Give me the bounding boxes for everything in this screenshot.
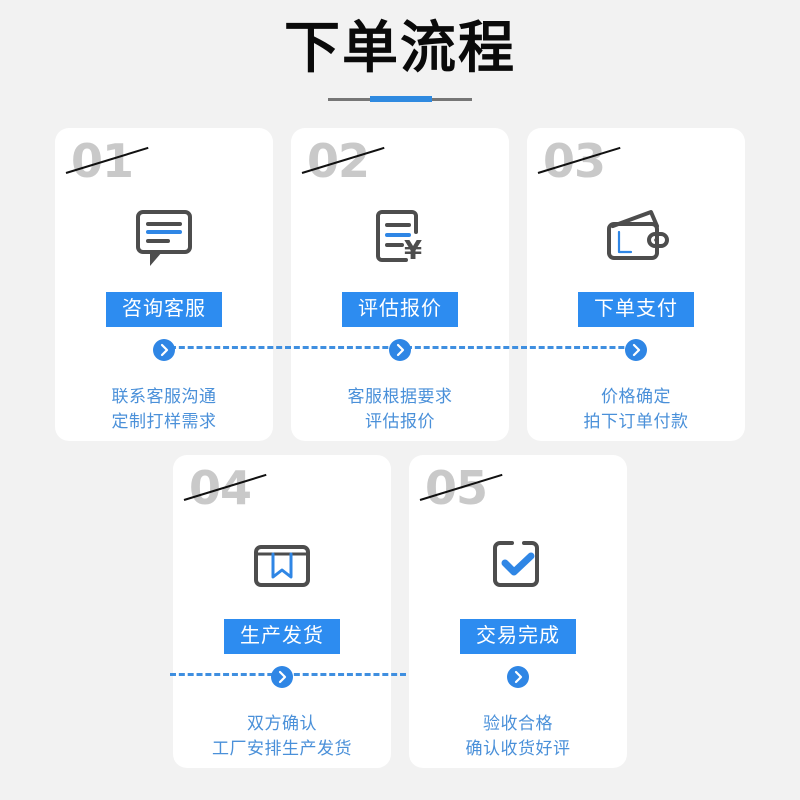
page-title: 下单流程 — [284, 16, 516, 79]
step-desc-03: 价格确定 拍下订单付款 — [527, 385, 745, 434]
step-card-04[interactable]: 04 生产发货 — [173, 455, 391, 769]
step-button-02[interactable]: 评估报价 — [342, 292, 458, 328]
connector-strip-01 — [55, 327, 273, 371]
step-desc-line-01-1: 联系客服沟通 — [111, 387, 217, 407]
connector-strip-05 — [409, 654, 627, 698]
page-header: 下单流程 — [0, 0, 800, 103]
invoice-yuan-icon: ¥ — [364, 202, 436, 279]
step-button-03[interactable]: 下单支付 — [578, 292, 694, 328]
step-icon-box-02: ¥ — [291, 192, 509, 288]
arrow-right-icon-03 — [625, 339, 647, 362]
step-desc-05: 验收合格 确认收货好评 — [409, 712, 627, 761]
step-desc-line-02-1: 客服根据要求 — [347, 387, 453, 407]
connector-strip-04 — [173, 654, 391, 698]
step-button-04[interactable]: 生产发货 — [224, 619, 340, 655]
step-number-wrap-02: 02 — [291, 128, 509, 192]
step-number-wrap-03: 03 — [527, 128, 745, 192]
step-desc-line-03-2: 拍下订单付款 — [583, 412, 689, 432]
title-divider — [328, 96, 472, 103]
step-desc-line-05-2: 确认收货好评 — [465, 739, 571, 759]
step-icon-box-04 — [173, 519, 391, 615]
step-desc-line-05-1: 验收合格 — [483, 714, 553, 734]
step-card-01[interactable]: 01 咨询客服 — [55, 128, 273, 442]
step-button-row-02: 评估报价 — [291, 292, 509, 328]
connector-strip-03 — [527, 327, 745, 371]
step-icon-box-01 — [55, 192, 273, 288]
step-button-row-05: 交易完成 — [409, 619, 627, 655]
check-complete-icon — [482, 529, 554, 606]
package-box-icon — [246, 529, 318, 606]
step-desc-01: 联系客服沟通 定制打样需求 — [55, 385, 273, 434]
divider-blue-segment — [370, 96, 432, 103]
step-desc-line-01-2: 定制打样需求 — [111, 412, 217, 432]
step-button-row-03: 下单支付 — [527, 292, 745, 328]
dash-line-2-3 — [406, 346, 642, 350]
arrow-right-icon-02 — [389, 339, 411, 362]
step-button-row-01: 咨询客服 — [55, 292, 273, 328]
svg-text:¥: ¥ — [404, 236, 422, 266]
step-number-wrap-01: 01 — [55, 128, 273, 192]
steps-row-1: 01 咨询客服 — [0, 128, 800, 442]
arrow-right-icon-04 — [271, 666, 293, 689]
arrow-right-icon-01 — [153, 339, 175, 362]
step-number-wrap-04: 04 — [173, 455, 391, 519]
step-desc-line-04-2: 工厂安排生产发货 — [212, 739, 352, 759]
step-card-03[interactable]: 03 下单支付 — [527, 128, 745, 442]
step-desc-04: 双方确认 工厂安排生产发货 — [173, 712, 391, 761]
step-desc-line-02-2: 评估报价 — [365, 412, 435, 432]
steps-container: 01 咨询客服 — [0, 128, 800, 769]
steps-row-2: 04 生产发货 — [0, 455, 800, 769]
step-button-05[interactable]: 交易完成 — [460, 619, 576, 655]
step-number-wrap-05: 05 — [409, 455, 627, 519]
step-card-02[interactable]: 02 ¥ 评估报价 — [291, 128, 509, 442]
step-card-05[interactable]: 05 交易完成 — [409, 455, 627, 769]
step-desc-02: 客服根据要求 评估报价 — [291, 385, 509, 434]
step-desc-line-04-1: 双方确认 — [247, 714, 317, 734]
step-button-01[interactable]: 咨询客服 — [106, 292, 222, 328]
arrow-right-icon-05 — [507, 666, 529, 689]
wallet-icon — [597, 202, 675, 279]
step-icon-box-05 — [409, 519, 627, 615]
dash-line-1-2 — [170, 346, 406, 350]
chat-bubble-icon — [128, 202, 200, 279]
step-icon-box-03 — [527, 192, 745, 288]
step-desc-line-03-1: 价格确定 — [601, 387, 671, 407]
connector-strip-02 — [291, 327, 509, 371]
step-button-row-04: 生产发货 — [173, 619, 391, 655]
